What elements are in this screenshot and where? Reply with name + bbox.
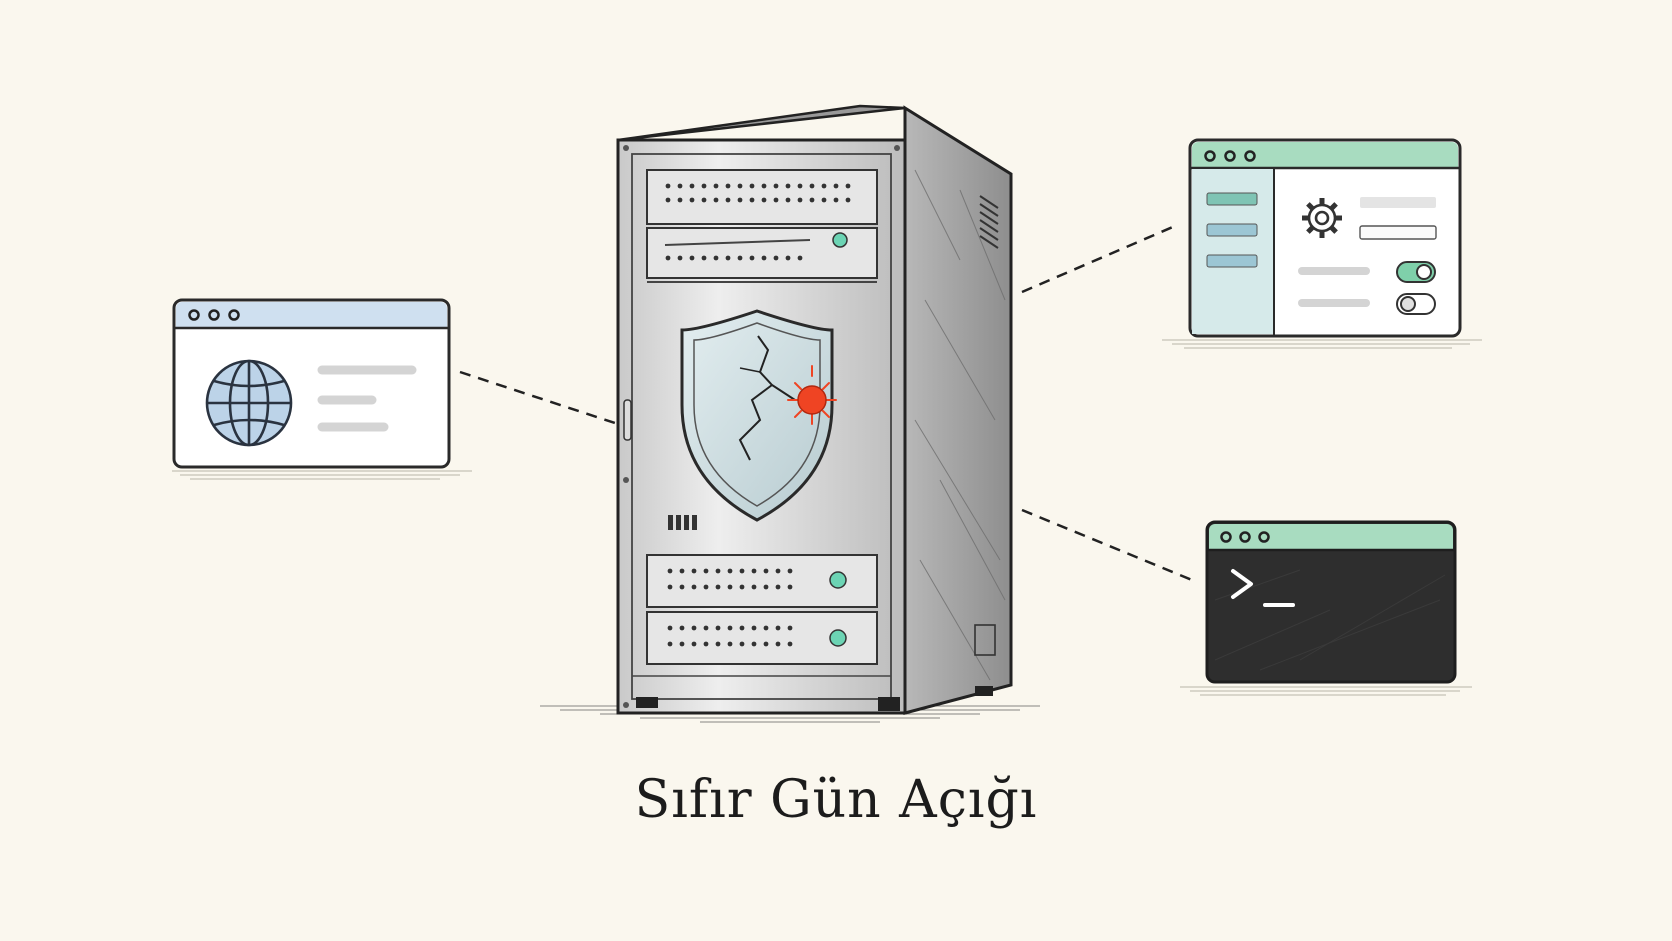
sidebar-item bbox=[1206, 223, 1258, 237]
rack-foot bbox=[636, 697, 658, 708]
drive-unit bbox=[646, 554, 878, 608]
rack-foot bbox=[975, 686, 993, 696]
terminal-texture bbox=[1214, 569, 1446, 671]
connector-terminal bbox=[1021, 508, 1193, 582]
cracked-shield-icon bbox=[680, 309, 834, 522]
window-dot bbox=[1220, 531, 1232, 543]
window-dot bbox=[1258, 531, 1270, 543]
drive-unit bbox=[646, 169, 878, 225]
browser-window bbox=[172, 298, 472, 480]
sidebar-item bbox=[1206, 192, 1258, 206]
connector-browser bbox=[459, 370, 616, 425]
settings-titlebar bbox=[1192, 142, 1458, 168]
terminal-titlebar bbox=[1209, 524, 1453, 550]
connector-lines bbox=[459, 224, 1193, 582]
sidebar-item bbox=[1206, 254, 1258, 268]
toggle-off bbox=[1396, 293, 1436, 315]
rack-top bbox=[617, 104, 906, 142]
settings-window bbox=[1162, 138, 1482, 349]
rack-handle bbox=[623, 399, 632, 441]
browser-titlebar bbox=[176, 302, 447, 328]
prompt-icon bbox=[1231, 569, 1295, 607]
toggle-on bbox=[1396, 261, 1436, 283]
rack-side bbox=[903, 105, 1013, 715]
terminal-window bbox=[1180, 520, 1472, 696]
server-rack bbox=[540, 104, 1040, 723]
status-led bbox=[829, 629, 847, 647]
window-dot bbox=[1224, 150, 1236, 162]
window-dot bbox=[1239, 531, 1251, 543]
settings-labels bbox=[1298, 267, 1370, 307]
crack-line bbox=[738, 384, 773, 461]
side-hatching bbox=[914, 169, 1006, 681]
settings-field bbox=[1359, 225, 1437, 240]
window-dot bbox=[188, 309, 200, 321]
window-dot bbox=[228, 309, 240, 321]
status-led bbox=[829, 571, 847, 589]
side-grille bbox=[974, 624, 996, 656]
window-shadow bbox=[172, 470, 472, 480]
text-placeholder-lines bbox=[317, 365, 417, 432]
window-dot bbox=[1204, 150, 1216, 162]
rack-foot bbox=[878, 697, 900, 711]
globe-icon bbox=[205, 359, 293, 447]
diagram-caption: Sıfır Gün Açığı bbox=[634, 770, 1038, 830]
window-shadow bbox=[1180, 686, 1472, 696]
settings-field bbox=[1360, 197, 1436, 208]
gear-icon bbox=[1302, 198, 1342, 238]
connector-settings bbox=[1021, 224, 1176, 294]
red-dot-icon bbox=[787, 365, 837, 425]
window-dot bbox=[208, 309, 220, 321]
drive-unit bbox=[646, 227, 878, 279]
side-vent bbox=[979, 195, 999, 249]
status-led bbox=[832, 232, 848, 248]
window-dot bbox=[1244, 150, 1256, 162]
rack-label bbox=[668, 515, 697, 530]
vent-dots bbox=[665, 183, 851, 203]
drive-unit bbox=[646, 611, 878, 665]
window-shadow bbox=[1162, 339, 1482, 349]
